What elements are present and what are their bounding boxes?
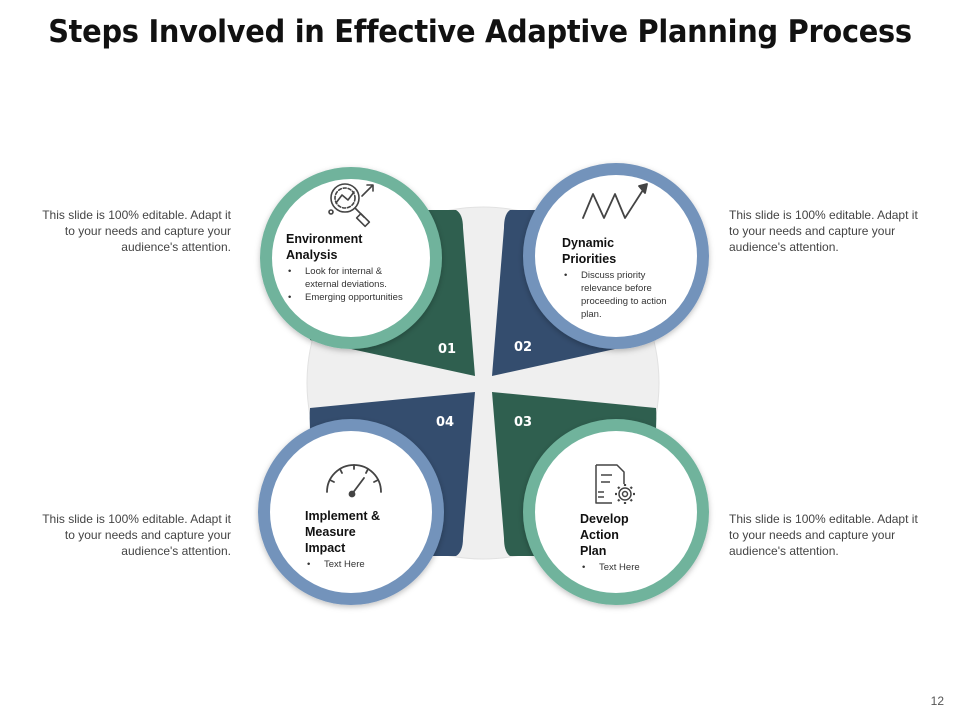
step-card-03: Develop Action Plan Text Here bbox=[580, 511, 680, 574]
step-bullets-02: Discuss priority relevance before procee… bbox=[562, 269, 677, 321]
step-heading-04-line2: Measure bbox=[305, 525, 356, 539]
description-bottom-left: This slide is 100% editable. Adapt it to… bbox=[42, 512, 231, 558]
document-gear-icon bbox=[595, 464, 635, 504]
step-number-03: 03 bbox=[514, 415, 532, 430]
step-heading-04-line1: Implement & bbox=[305, 509, 381, 523]
step-card-01: Environment Analysis Look for internal &… bbox=[286, 231, 416, 304]
step-number-02: 02 bbox=[514, 340, 532, 355]
step-bullets-01: Look for internal & external deviations.… bbox=[286, 265, 416, 304]
step-bullets-03: Text Here bbox=[580, 561, 680, 574]
ring-03 bbox=[523, 419, 709, 605]
step-heading-03-line3: Plan bbox=[580, 544, 607, 558]
gauge-icon bbox=[326, 464, 382, 498]
step-heading-01-line1: Environment bbox=[286, 232, 363, 246]
step-bullet-04-1: Text Here bbox=[305, 558, 415, 571]
step-bullet-01-2: Emerging opportunities bbox=[286, 291, 416, 304]
step-bullets-04: Text Here bbox=[305, 558, 415, 571]
magnifier-chart-icon bbox=[328, 183, 374, 228]
step-heading-03-line1: Develop bbox=[580, 512, 629, 526]
ring-04 bbox=[258, 419, 444, 605]
step-card-04: Implement & Measure Impact Text Here bbox=[305, 508, 415, 571]
step-heading-01-line2: Analysis bbox=[286, 248, 338, 262]
step-bullet-03-1: Text Here bbox=[580, 561, 680, 574]
step-heading-02-line1: Dynamic bbox=[562, 236, 615, 250]
step-heading-02-line2: Priorities bbox=[562, 252, 617, 266]
description-top-right: This slide is 100% editable. Adapt it to… bbox=[729, 208, 918, 254]
description-bottom-right: This slide is 100% editable. Adapt it to… bbox=[729, 512, 918, 558]
step-number-04: 04 bbox=[436, 415, 454, 430]
zigzag-arrow-icon bbox=[582, 183, 648, 219]
step-bullet-01-1: Look for internal & external deviations. bbox=[286, 265, 416, 291]
slide-title: Steps Involved in Effective Adaptive Pla… bbox=[48, 14, 912, 50]
page-number: 12 bbox=[930, 694, 944, 708]
step-card-02: Dynamic Priorities Discuss priority rele… bbox=[562, 235, 677, 321]
step-heading-04-line3: Impact bbox=[305, 541, 346, 555]
step-number-01: 01 bbox=[438, 342, 456, 357]
step-bullet-02-1: Discuss priority relevance before procee… bbox=[562, 269, 677, 321]
step-heading-03-line2: Action bbox=[580, 528, 619, 542]
description-top-left: This slide is 100% editable. Adapt it to… bbox=[42, 208, 231, 254]
